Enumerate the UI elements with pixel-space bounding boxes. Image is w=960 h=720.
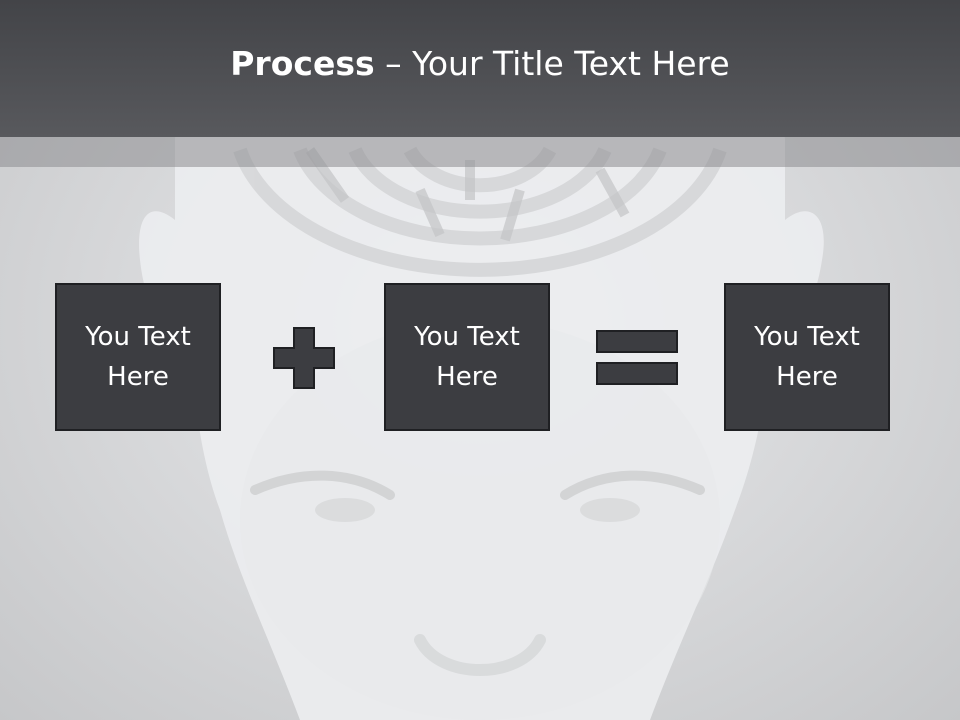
title-bar: Process – Your Title Text Here <box>0 0 960 137</box>
text-box-2-label: You Text Here <box>414 322 520 392</box>
title-bold-part: Process <box>230 44 375 83</box>
text-box-3-label: You Text Here <box>754 322 860 392</box>
page-title: Process – Your Title Text Here <box>230 44 729 83</box>
text-box-2[interactable]: You Text Here <box>384 283 550 431</box>
title-rest-part: – Your Title Text Here <box>374 44 730 83</box>
title-divider-strip <box>0 137 960 167</box>
text-box-1-label: You Text Here <box>85 322 191 392</box>
equals-icon <box>596 330 678 385</box>
text-box-3[interactable]: You Text Here <box>724 283 890 431</box>
text-box-1[interactable]: You Text Here <box>55 283 221 431</box>
plus-icon <box>273 327 335 389</box>
